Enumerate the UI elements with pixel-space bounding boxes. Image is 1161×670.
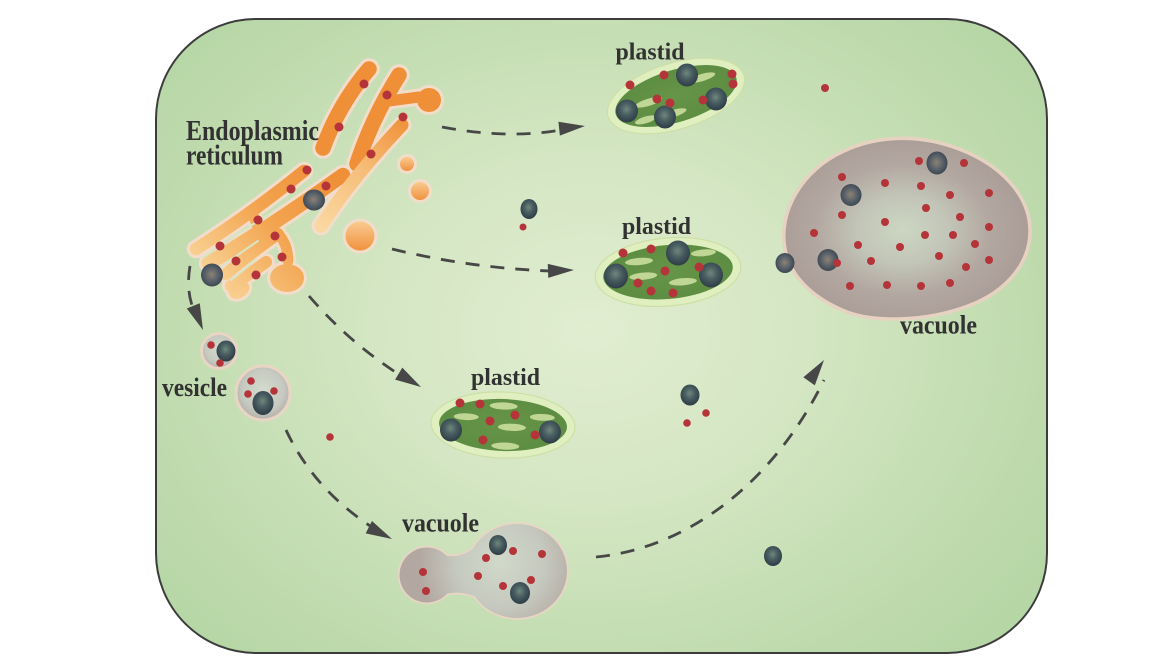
svg-text:plastid: plastid — [471, 365, 541, 391]
svg-text:reticulum: reticulum — [186, 140, 283, 172]
svg-text:vesicle: vesicle — [162, 373, 227, 402]
svg-text:Endoplasmic: Endoplasmic — [186, 115, 319, 147]
svg-text:plastid: plastid — [616, 40, 686, 66]
svg-text:plastid: plastid — [622, 214, 692, 240]
svg-text:vacuole: vacuole — [900, 311, 977, 340]
svg-text:vacuole: vacuole — [402, 509, 479, 538]
